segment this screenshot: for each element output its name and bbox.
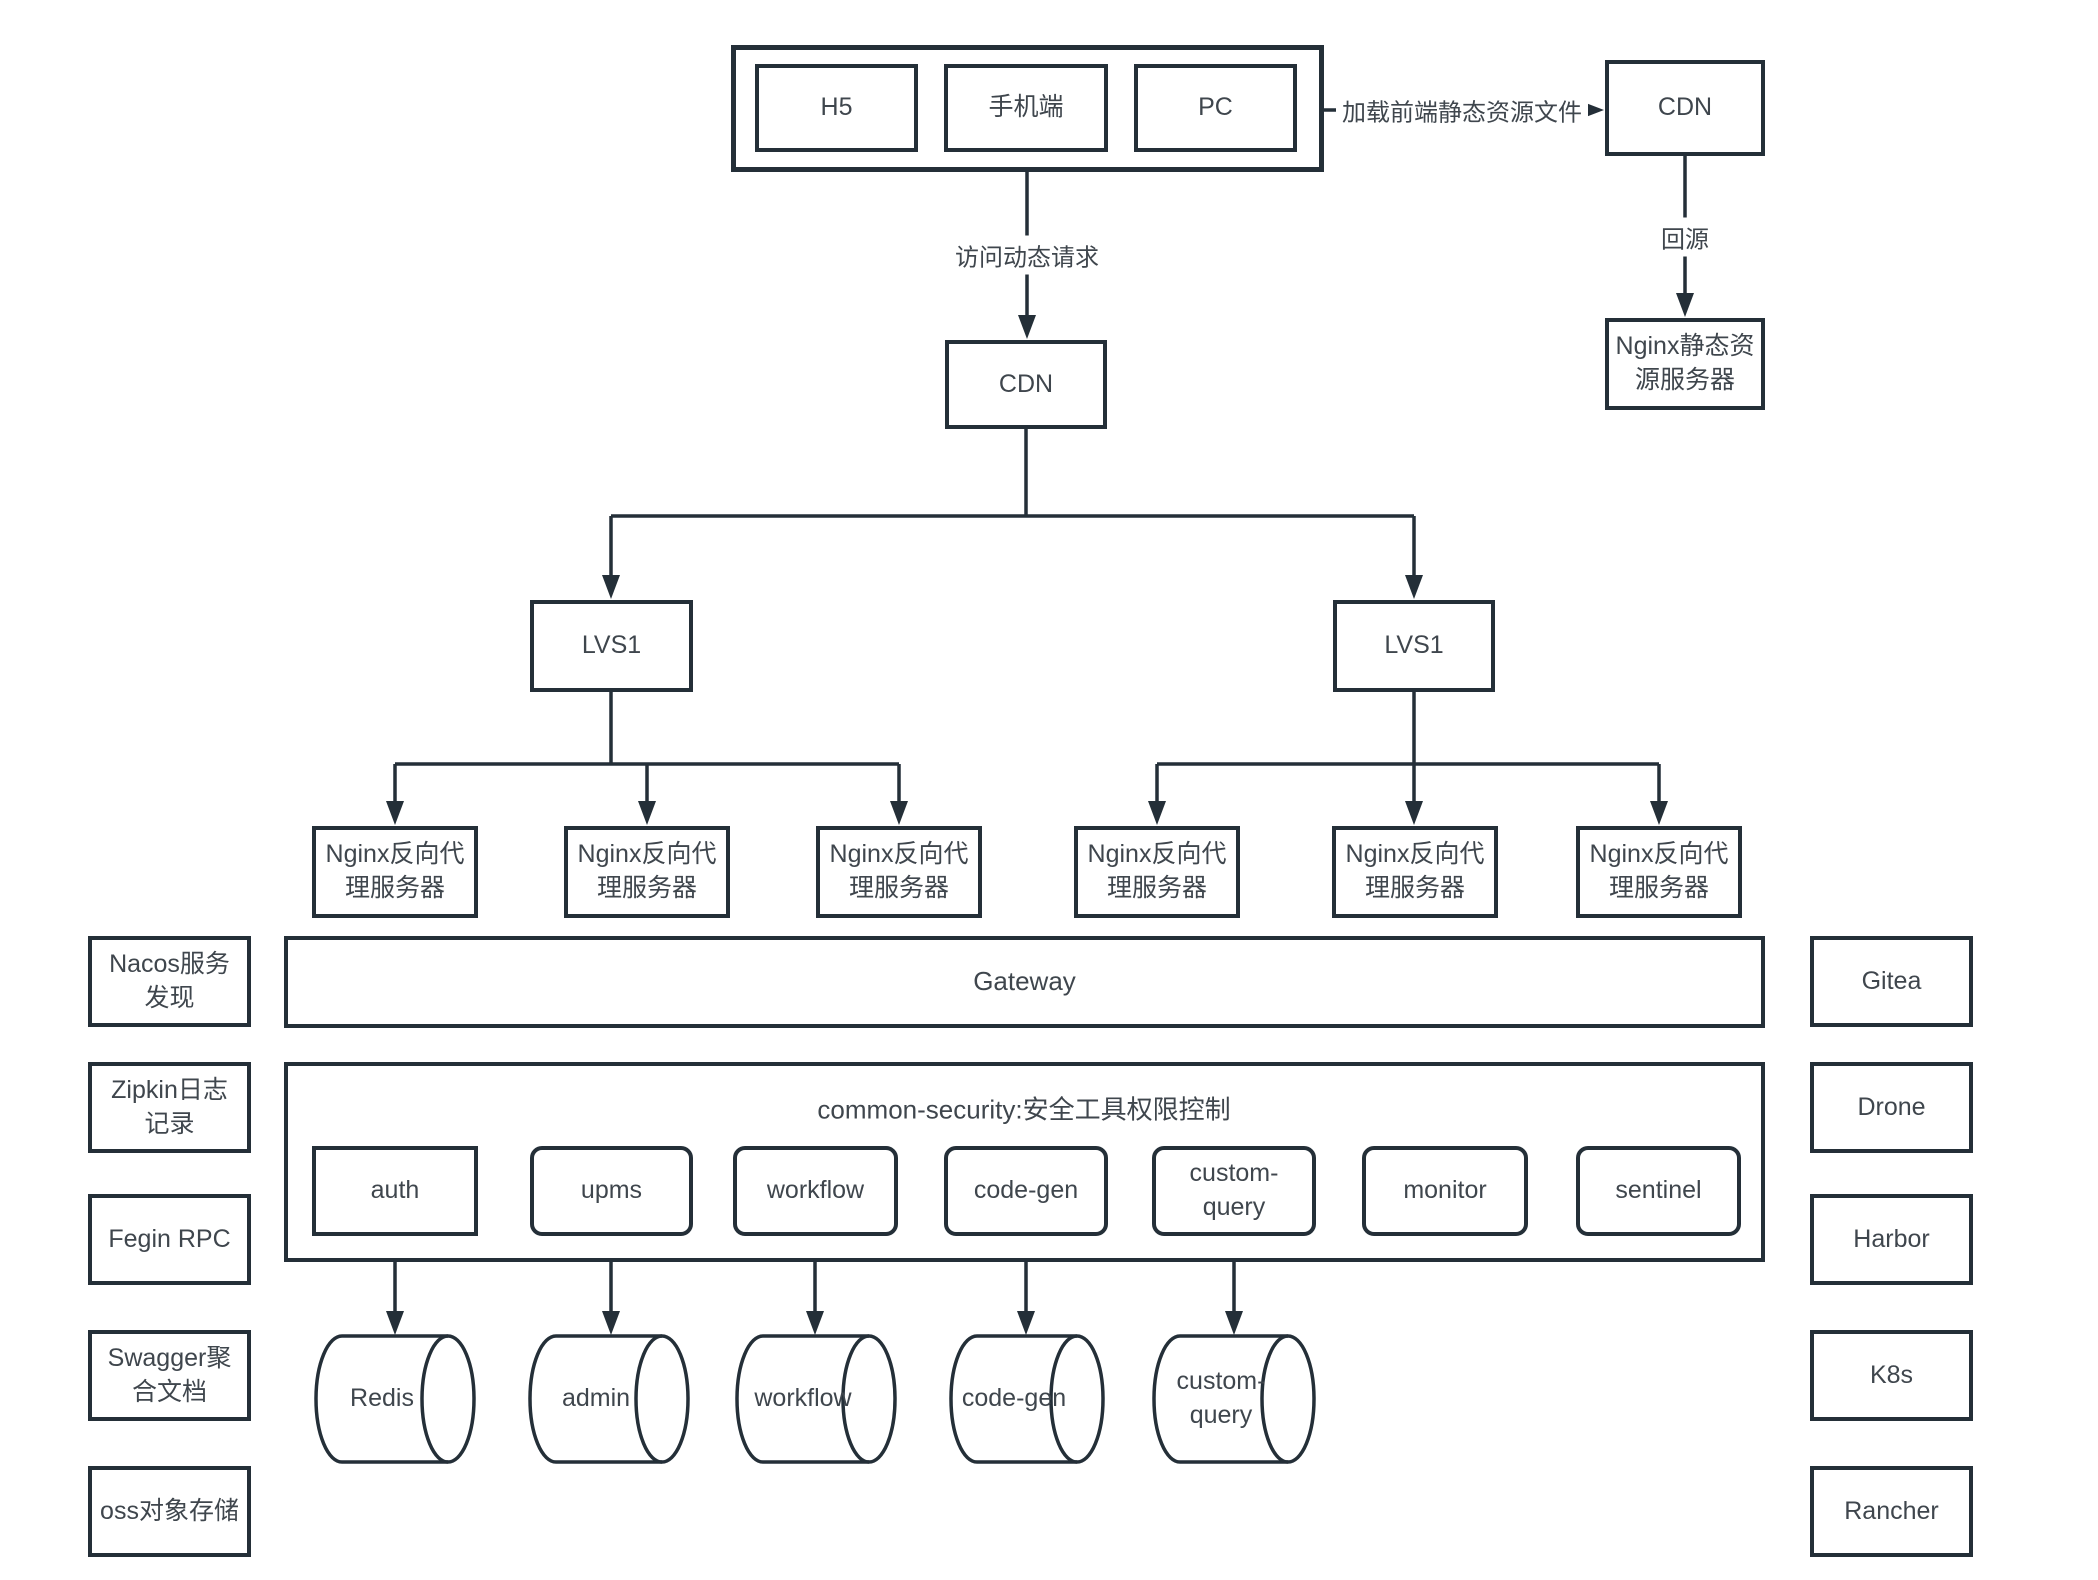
node-sentinel[interactable]: sentinel: [1576, 1146, 1741, 1236]
node-auth[interactable]: auth: [312, 1146, 478, 1236]
database-label-codegen: code-gen: [961, 1384, 1067, 1413]
arrowhead-db-workflow: [806, 1311, 824, 1335]
database-label-admin: admin: [561, 1384, 631, 1413]
node-workflow[interactable]: workflow: [733, 1146, 898, 1236]
node-h5[interactable]: H5: [755, 64, 918, 152]
edge-lvs-right-to-proxies: [1155, 692, 1661, 801]
database-label-workflow: workflow: [754, 1384, 852, 1413]
edge-lvs-left-to-proxies: [393, 692, 901, 801]
arrowhead-proxy-3: [890, 801, 908, 825]
node-mobile[interactable]: 手机端: [944, 64, 1108, 152]
database-cylinder-redis-rim: [420, 1334, 449, 1464]
node-upms[interactable]: upms: [530, 1146, 693, 1236]
node-nginx-proxy-1[interactable]: Nginx反向代 理服务器: [312, 826, 478, 918]
security-title: common-security:安全工具权限控制: [817, 1094, 1231, 1125]
database-label-customquery: custom- query: [1176, 1367, 1266, 1429]
database-cylinder-workflow-rim: [841, 1334, 870, 1464]
node-swagger[interactable]: Swagger聚 合文档: [88, 1330, 251, 1421]
arrowhead-lvs-left: [602, 575, 620, 599]
arrowhead-nginx-static: [1676, 293, 1694, 317]
node-oss[interactable]: oss对象存储: [88, 1466, 251, 1557]
node-cdn-mid[interactable]: CDN: [945, 340, 1107, 429]
node-nginx-proxy-3[interactable]: Nginx反向代 理服务器: [816, 826, 982, 918]
node-pc[interactable]: PC: [1134, 64, 1297, 152]
arrowhead-cdn-mid: [1018, 315, 1036, 339]
arrowhead-proxy-4: [1148, 801, 1166, 825]
node-drone[interactable]: Drone: [1810, 1062, 1973, 1153]
edge-label-back-to-origin: 回源: [1655, 217, 1715, 257]
node-lvs1-right[interactable]: LVS1: [1333, 600, 1495, 692]
arrowhead-lvs-right: [1405, 575, 1423, 599]
node-nginx-proxy-6[interactable]: Nginx反向代 理服务器: [1576, 826, 1742, 918]
arrowhead-db-codegen: [1017, 1311, 1035, 1335]
node-monitor[interactable]: monitor: [1362, 1146, 1528, 1236]
node-rancher[interactable]: Rancher: [1810, 1466, 1973, 1557]
node-nginx-proxy-4[interactable]: Nginx反向代 理服务器: [1074, 826, 1240, 918]
arrowhead-proxy-2: [638, 801, 656, 825]
node-custom-query[interactable]: custom- query: [1152, 1146, 1316, 1236]
database-cylinder-customquery-rim: [1260, 1334, 1289, 1464]
edge-label-dynamic-request: 访问动态请求: [949, 235, 1105, 275]
database-cylinder-codegen-rim: [1049, 1334, 1078, 1464]
edge-label-load-static: 加载前端静态资源文件: [1336, 90, 1588, 130]
node-zipkin[interactable]: Zipkin日志 记录: [88, 1062, 251, 1153]
node-nginx-proxy-2[interactable]: Nginx反向代 理服务器: [564, 826, 730, 918]
database-cylinder-admin-rim: [634, 1334, 663, 1464]
database-label-redis: Redis: [350, 1384, 414, 1413]
arrowhead-db-admin: [602, 1311, 620, 1335]
node-gateway[interactable]: Gateway: [284, 936, 1765, 1028]
node-nginx-static[interactable]: Nginx静态资 源服务器: [1605, 318, 1765, 410]
node-nacos[interactable]: Nacos服务 发现: [88, 936, 251, 1027]
node-harbor[interactable]: Harbor: [1810, 1194, 1973, 1285]
edge-cdn-to-lvs: [609, 429, 1416, 575]
edge-services-to-databases: [393, 1236, 1236, 1311]
arrowhead-db-customquery: [1225, 1311, 1243, 1335]
node-cdn-top[interactable]: CDN: [1605, 60, 1765, 156]
node-fegin-rpc[interactable]: Fegin RPC: [88, 1194, 251, 1285]
arrowhead-proxy-1: [386, 801, 404, 825]
arrowhead-proxy-6: [1650, 801, 1668, 825]
node-k8s[interactable]: K8s: [1810, 1330, 1973, 1421]
arrowhead-db-redis: [386, 1311, 404, 1335]
arrowhead-proxy-5: [1405, 801, 1423, 825]
node-nginx-proxy-5[interactable]: Nginx反向代 理服务器: [1332, 826, 1498, 918]
node-code-gen[interactable]: code-gen: [944, 1146, 1108, 1236]
node-lvs1-left[interactable]: LVS1: [530, 600, 693, 692]
node-gitea[interactable]: Gitea: [1810, 936, 1973, 1027]
